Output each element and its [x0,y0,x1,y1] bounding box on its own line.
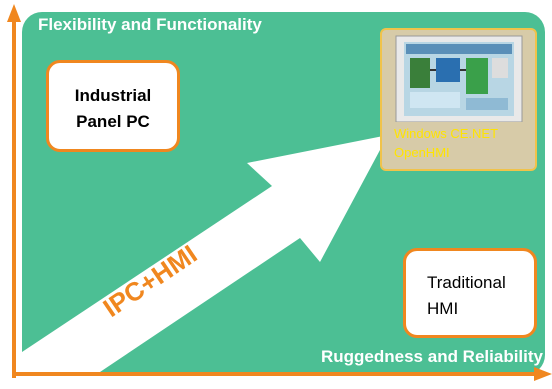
x-axis-label: Ruggedness and Reliability [321,347,543,366]
traditional-hmi-box: Traditional HMI [403,248,537,338]
x-axis-arrowhead [534,367,552,381]
traditional-hmi-label: Traditional HMI [427,273,506,318]
panel-pc-device-image [395,35,523,122]
x-axis-line [12,372,542,376]
y-axis-label: Flexibility and Functionality [38,15,262,34]
industrial-panel-pc-box: Industrial Panel PC [46,60,180,152]
industrial-panel-pc-label: Industrial Panel PC [74,86,152,131]
y-axis-arrowhead [7,4,21,22]
device-caption: Windows CE.NET OpenHMI [394,126,499,160]
windows-ce-device-box: Windows CE.NET OpenHMI [380,28,537,171]
arrow-shape [22,135,388,372]
y-axis-line [12,22,16,378]
